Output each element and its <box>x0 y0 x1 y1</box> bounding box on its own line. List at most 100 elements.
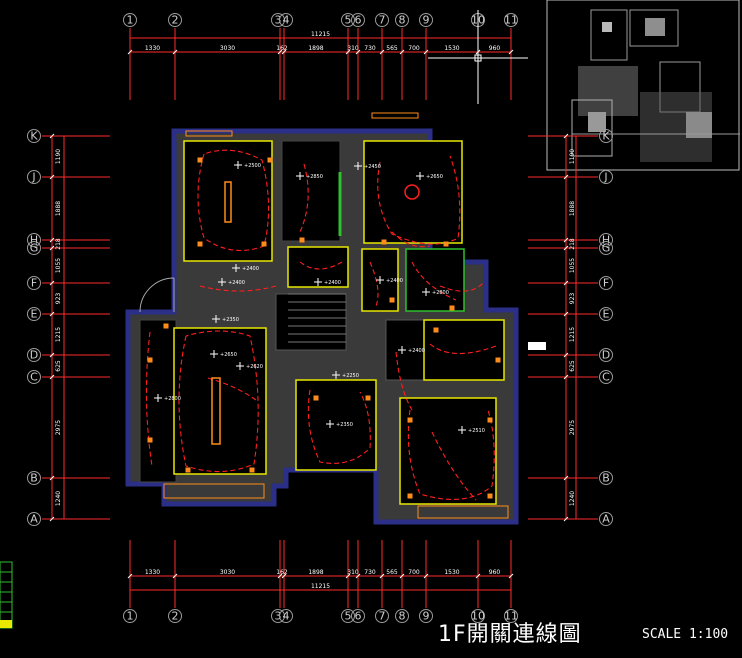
grid-bubble-row: C <box>27 370 41 384</box>
fixture-marker: +2650 <box>210 350 237 358</box>
dim-segment: 960 <box>489 45 501 52</box>
grid-label: A <box>602 513 610 526</box>
fixture-dot <box>261 241 267 247</box>
grid-bubble-row: F <box>599 276 613 290</box>
grid-label: 2 <box>172 610 179 623</box>
grid-bubble-col: 6 <box>351 609 365 623</box>
fixture-tag: +2400 <box>386 278 403 284</box>
grid-label: 7 <box>379 610 386 623</box>
fixture-dot <box>407 417 413 423</box>
grid-bubble-col: 9 <box>419 609 433 623</box>
grid-bubble-row: A <box>599 512 613 526</box>
fixture-tag: +2400 <box>324 280 341 286</box>
dim-segment-vertical: 625 <box>55 360 62 372</box>
grid-label: 5 <box>345 610 352 623</box>
dim-segment-vertical: 218 <box>55 238 62 250</box>
grid-bubble-col: 10 <box>471 609 485 623</box>
fixture-marker: +2500 <box>234 161 261 169</box>
grid-label: J <box>603 171 607 184</box>
dim-segment-vertical: 1190 <box>569 149 576 164</box>
dim-segment: 162 <box>276 569 288 576</box>
grid-label: 11 <box>504 610 518 623</box>
grid-bubble-row: G <box>27 241 41 255</box>
light-fixtures: +2500 +2400 +2650 +2450 +2850 +2400 +2400 +2800… <box>147 157 501 499</box>
grid-label: 10 <box>471 610 485 623</box>
grid-label: D <box>602 349 610 362</box>
grid-bubble-row: C <box>599 370 613 384</box>
fixture-tag: +2650 <box>426 174 443 180</box>
fixture-dot <box>147 357 153 363</box>
grid-label: B <box>602 472 610 485</box>
dim-segment-vertical: 218 <box>569 238 576 250</box>
grid-label: 3 <box>275 14 282 27</box>
fixture-tag: +2850 <box>306 174 323 180</box>
grid-label: 9 <box>423 14 430 27</box>
fixture-tag: +2350 <box>222 317 239 323</box>
dim-segment-vertical: 2975 <box>569 420 576 435</box>
fixture-dot <box>389 297 395 303</box>
dim-segment: 1898 <box>308 569 323 576</box>
grid-bubble-col: 2 <box>168 609 182 623</box>
grid-label: D <box>30 349 38 362</box>
fixture-dot <box>147 437 153 443</box>
dim-segment: 310 <box>347 45 359 52</box>
grid-bubble-row: H <box>599 233 613 247</box>
fixture-marker: +2250 <box>332 371 359 379</box>
dim-segment: 700 <box>408 45 420 52</box>
dim-segment-vertical: 625 <box>569 360 576 372</box>
dim-segment: 3030 <box>220 569 235 576</box>
grid-bubble-col: 5 <box>341 13 355 27</box>
grid-label: 7 <box>379 14 386 27</box>
fixture-dot <box>185 467 191 473</box>
dim-segment: 565 <box>386 569 398 576</box>
grid-label: 6 <box>355 610 362 623</box>
dim-segment: 162 <box>276 45 288 52</box>
fixture-dot <box>495 357 501 363</box>
grid-label: F <box>603 277 609 290</box>
dim-segment: 1530 <box>444 569 459 576</box>
dim-segment: 730 <box>364 45 376 52</box>
fixture-marker: +2450 <box>354 162 381 170</box>
fixture-tag: +2800 <box>432 290 449 296</box>
fixture-marker: +2400 <box>398 346 425 354</box>
grid-label: H <box>30 234 38 247</box>
fixture-tag: +2250 <box>342 373 359 379</box>
grid-bubble-row: G <box>599 241 613 255</box>
grid-label: 5 <box>345 14 352 27</box>
grid-label: K <box>602 130 610 143</box>
grid-bubble-col: 1 <box>123 13 137 27</box>
grid-label: J <box>31 171 35 184</box>
grid-bubble-row: B <box>27 471 41 485</box>
fixture-dot <box>487 417 493 423</box>
grid-label: H <box>602 234 610 247</box>
grid-bubble-col: 3 <box>271 609 285 623</box>
grid-bubble-col: 1 <box>123 609 137 623</box>
dim-segment-vertical: 923 <box>55 293 62 305</box>
fixture-tag: +2450 <box>364 164 381 170</box>
fixture-tag: +2350 <box>336 422 353 428</box>
fixture-marker: +2800 <box>422 288 449 296</box>
fixture-dot <box>163 323 169 329</box>
dim-total: 11215 <box>311 31 330 38</box>
building-walls <box>125 112 546 525</box>
dim-segment-vertical: 1240 <box>55 491 62 506</box>
grid-bubble-row: D <box>599 348 613 362</box>
fixture-dot <box>197 241 203 247</box>
chandelier-icon <box>404 184 420 200</box>
grid-label: E <box>603 308 610 321</box>
dim-segment-vertical: 1215 <box>569 327 576 342</box>
dim-segment: 1530 <box>444 45 459 52</box>
fixture-dot <box>365 395 371 401</box>
grid-bubble-col: 5 <box>341 609 355 623</box>
dim-segment: 3030 <box>220 45 235 52</box>
fixture-dot <box>267 157 273 163</box>
dim-total: 11215 <box>311 583 330 590</box>
dim-segment: 700 <box>408 569 420 576</box>
fixture-marker: +2350 <box>326 420 353 428</box>
fixture-dot <box>443 241 449 247</box>
grid-label: 11 <box>504 14 518 27</box>
fixture-tag: +2400 <box>242 266 259 272</box>
